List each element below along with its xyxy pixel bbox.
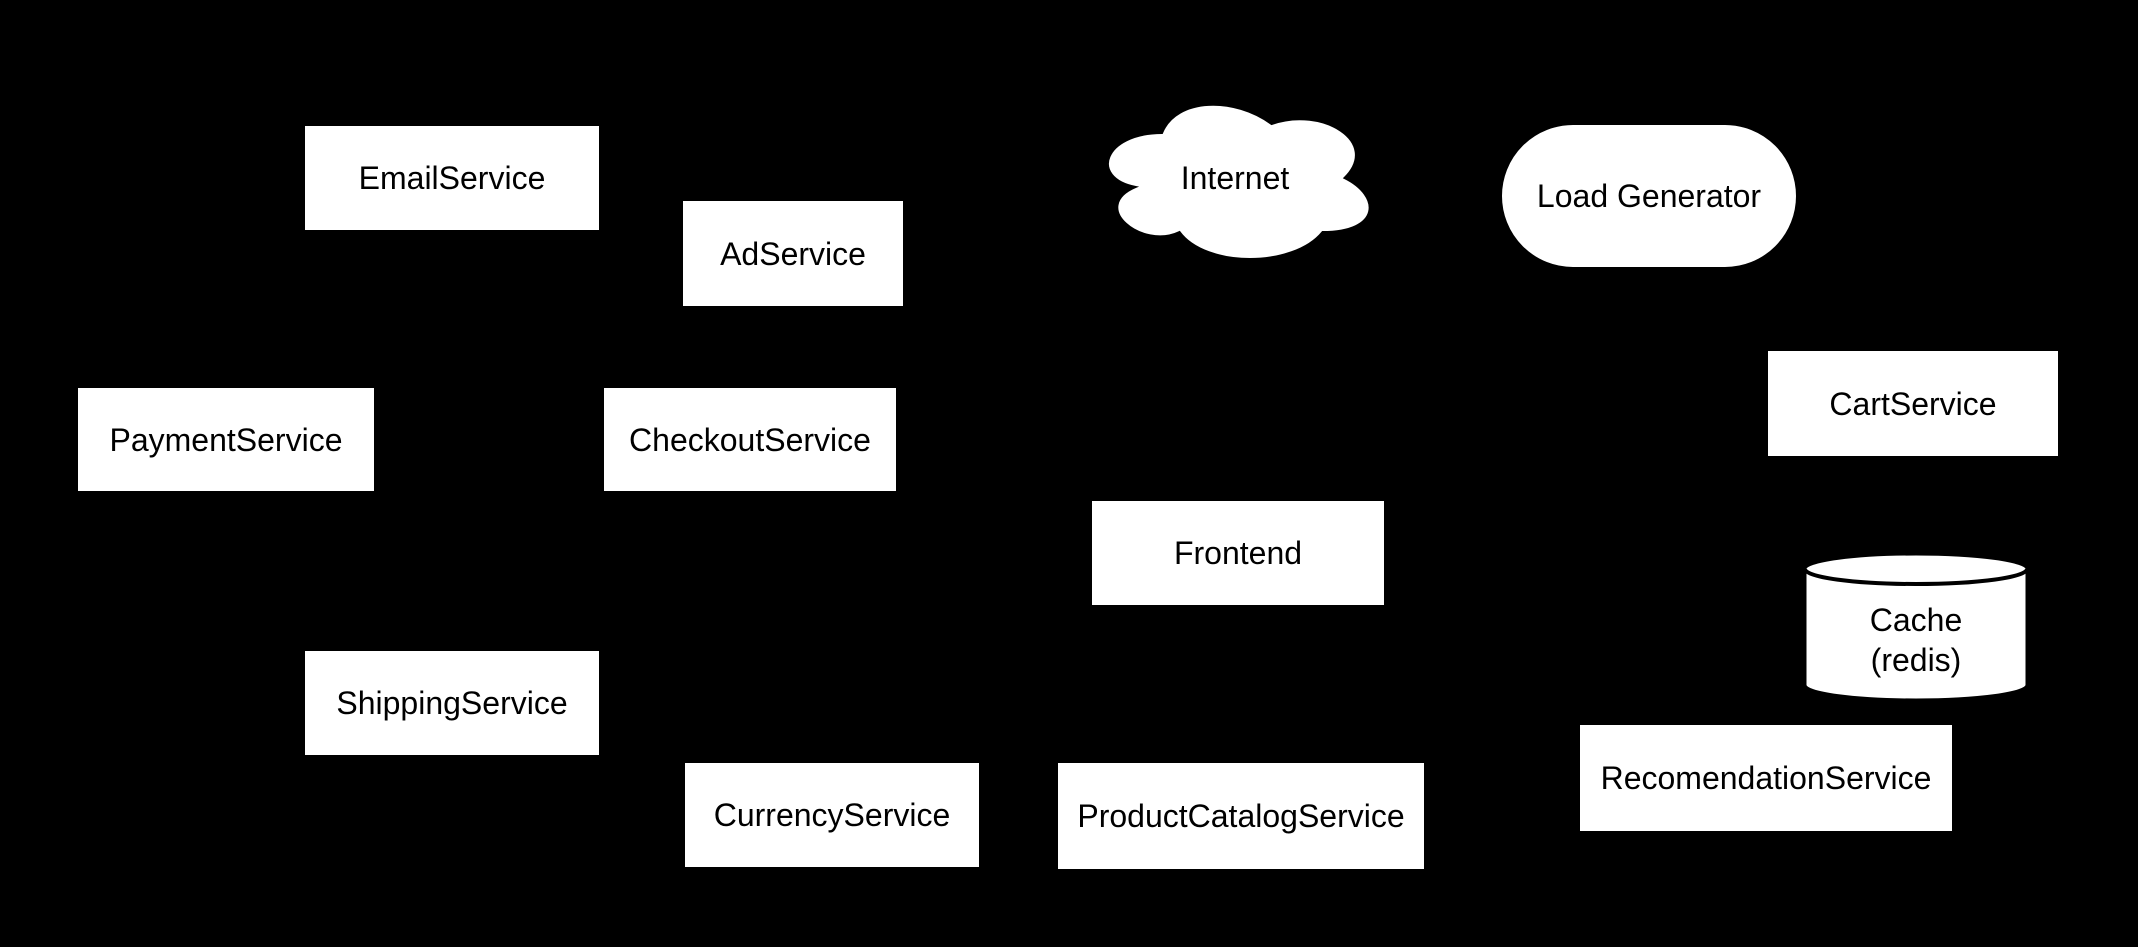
- node-email-service: EmailService: [303, 124, 601, 232]
- node-load-generator: Load Generator: [1500, 123, 1798, 269]
- cloud-icon: [1107, 103, 1371, 260]
- node-cache-redis: Cache (redis): [1803, 552, 2029, 702]
- node-label: Frontend: [1173, 535, 1303, 571]
- node-label: ProductCatalogService: [1077, 798, 1405, 834]
- cache-label-line1: Cache: [1869, 602, 1963, 638]
- node-currency-service: CurrencyService: [683, 761, 981, 869]
- node-label: RecomendationService: [1600, 760, 1932, 796]
- node-label: Internet: [1180, 160, 1290, 196]
- node-label: EmailService: [358, 160, 546, 196]
- node-label: ShippingService: [336, 685, 568, 721]
- node-label: CheckoutService: [629, 421, 871, 458]
- node-label: AdService: [720, 235, 866, 272]
- node-label: Load Generator: [1536, 178, 1762, 214]
- database-cylinder-icon: [1803, 552, 2029, 702]
- node-label: Cache (redis): [1870, 574, 1963, 680]
- node-payment-service: PaymentService: [76, 386, 376, 493]
- node-label: PaymentService: [109, 421, 343, 458]
- node-ad-service: AdService: [681, 199, 905, 308]
- node-label: CurrencyService: [713, 797, 951, 833]
- node-label: CartService: [1829, 385, 1997, 422]
- node-checkout-service: CheckoutService: [602, 386, 898, 493]
- cache-label-line2: (redis): [1870, 642, 1962, 678]
- node-cart-service: CartService: [1766, 349, 2060, 458]
- node-recommendation-service: RecomendationService: [1578, 723, 1954, 833]
- node-frontend: Frontend: [1090, 499, 1386, 607]
- node-shipping-service: ShippingService: [303, 649, 601, 757]
- node-product-catalog-service: ProductCatalogService: [1056, 761, 1426, 871]
- node-internet: Internet: [1089, 88, 1381, 268]
